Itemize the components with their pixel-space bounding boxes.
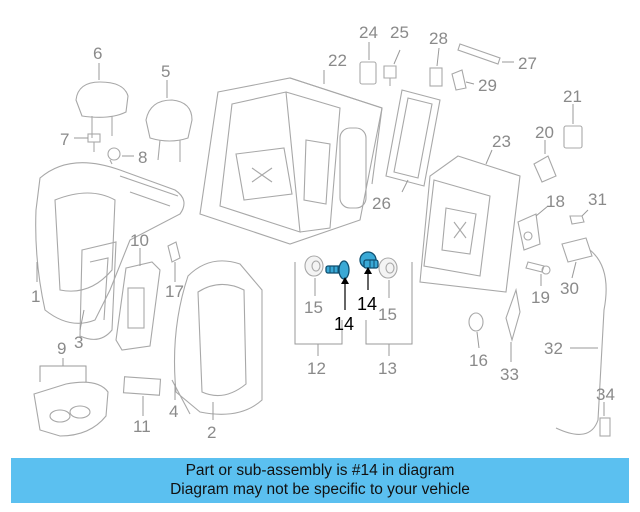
callout-8: 8	[138, 148, 147, 167]
cap-16	[468, 312, 484, 332]
callout-2: 2	[207, 423, 216, 442]
callout-25: 25	[390, 23, 409, 42]
seat-back-frame-22	[199, 77, 383, 245]
headrest-guide-8	[107, 147, 121, 165]
highlighted-bolt-14-left[interactable]	[325, 260, 350, 280]
callout-9: 9	[57, 339, 66, 358]
banner-line-part: Part or sub-assembly is #14 in diagram	[185, 462, 455, 479]
cover-20	[533, 155, 557, 183]
seat-back-cushion-1	[35, 162, 185, 324]
headrest-guide-7	[87, 133, 101, 152]
callout-15-left: 15	[304, 298, 323, 317]
bushing-15-right	[378, 257, 398, 279]
callout-24: 24	[359, 23, 378, 42]
callout-12: 12	[307, 359, 326, 378]
callout-18: 18	[546, 192, 565, 211]
callout-20: 20	[535, 123, 554, 142]
leader-lines-highlighted	[341, 267, 372, 310]
callout-15-right: 15	[378, 305, 397, 324]
callout-6: 6	[93, 44, 102, 63]
callout-3: 3	[74, 333, 83, 352]
release-30	[561, 237, 593, 263]
side-bolster-3	[79, 241, 117, 340]
clip-29	[451, 69, 467, 91]
headrest-5	[145, 99, 193, 162]
info-banner: Part or sub-assembly is #14 in diagram D…	[11, 458, 629, 503]
panel-26	[385, 89, 441, 187]
callout-17: 17	[165, 282, 184, 301]
callout-11: 11	[133, 417, 151, 436]
callout-19: 19	[531, 288, 550, 307]
callout-4: 4	[169, 402, 178, 421]
callout-10: 10	[130, 231, 149, 250]
callout-34: 34	[596, 385, 615, 404]
cable-33	[505, 287, 521, 343]
callout-21: 21	[563, 87, 582, 106]
callout-26: 26	[372, 194, 391, 213]
seat-back-frame-23	[419, 155, 521, 293]
callout-5: 5	[161, 62, 170, 81]
callout-14-left: 14	[334, 314, 354, 334]
callout-7: 7	[60, 130, 69, 149]
callout-23: 23	[492, 132, 511, 151]
cupholder-tray-9	[33, 381, 109, 437]
bolt-19	[525, 261, 551, 275]
headrest-6	[75, 81, 129, 138]
bolt-25	[383, 65, 397, 86]
banner-line-disclaimer: Diagram may not be specific to your vehi…	[170, 481, 470, 498]
seat-back-cushion-2	[171, 260, 263, 415]
latch-21	[563, 125, 583, 149]
callout-22: 22	[328, 51, 347, 70]
callout-14-right: 14	[357, 294, 377, 314]
armrest-10	[115, 261, 161, 351]
clip-28	[429, 67, 443, 87]
callout-27: 27	[518, 54, 537, 73]
bushing-15-left	[304, 255, 324, 277]
strip-27	[457, 43, 501, 65]
callout-31: 31	[588, 190, 607, 209]
callout-13: 13	[378, 359, 397, 378]
clip-17	[167, 241, 181, 263]
callout-32: 32	[544, 339, 563, 358]
parts-diagram: 1 2 3 4 5 6 7 8 9 10 11 12 13 14 14 15 1…	[31, 23, 615, 442]
bracket-24	[359, 61, 377, 85]
callout-33: 33	[500, 365, 519, 384]
highlighted-bolt-14-right[interactable]	[359, 251, 379, 269]
callout-1: 1	[31, 287, 40, 306]
callout-28: 28	[429, 29, 448, 48]
bolt-31	[569, 215, 585, 225]
leader-lines	[36, 42, 605, 420]
callout-16: 16	[469, 351, 488, 370]
callout-30: 30	[560, 279, 579, 298]
cable-34	[599, 417, 611, 437]
latch-18	[517, 213, 541, 251]
cable-32	[555, 249, 607, 435]
callout-labels: 1 2 3 4 5 6 7 8 9 10 11 12 13 14 14 15 1…	[31, 23, 615, 442]
callout-29: 29	[478, 76, 497, 95]
pad-11	[122, 376, 162, 396]
